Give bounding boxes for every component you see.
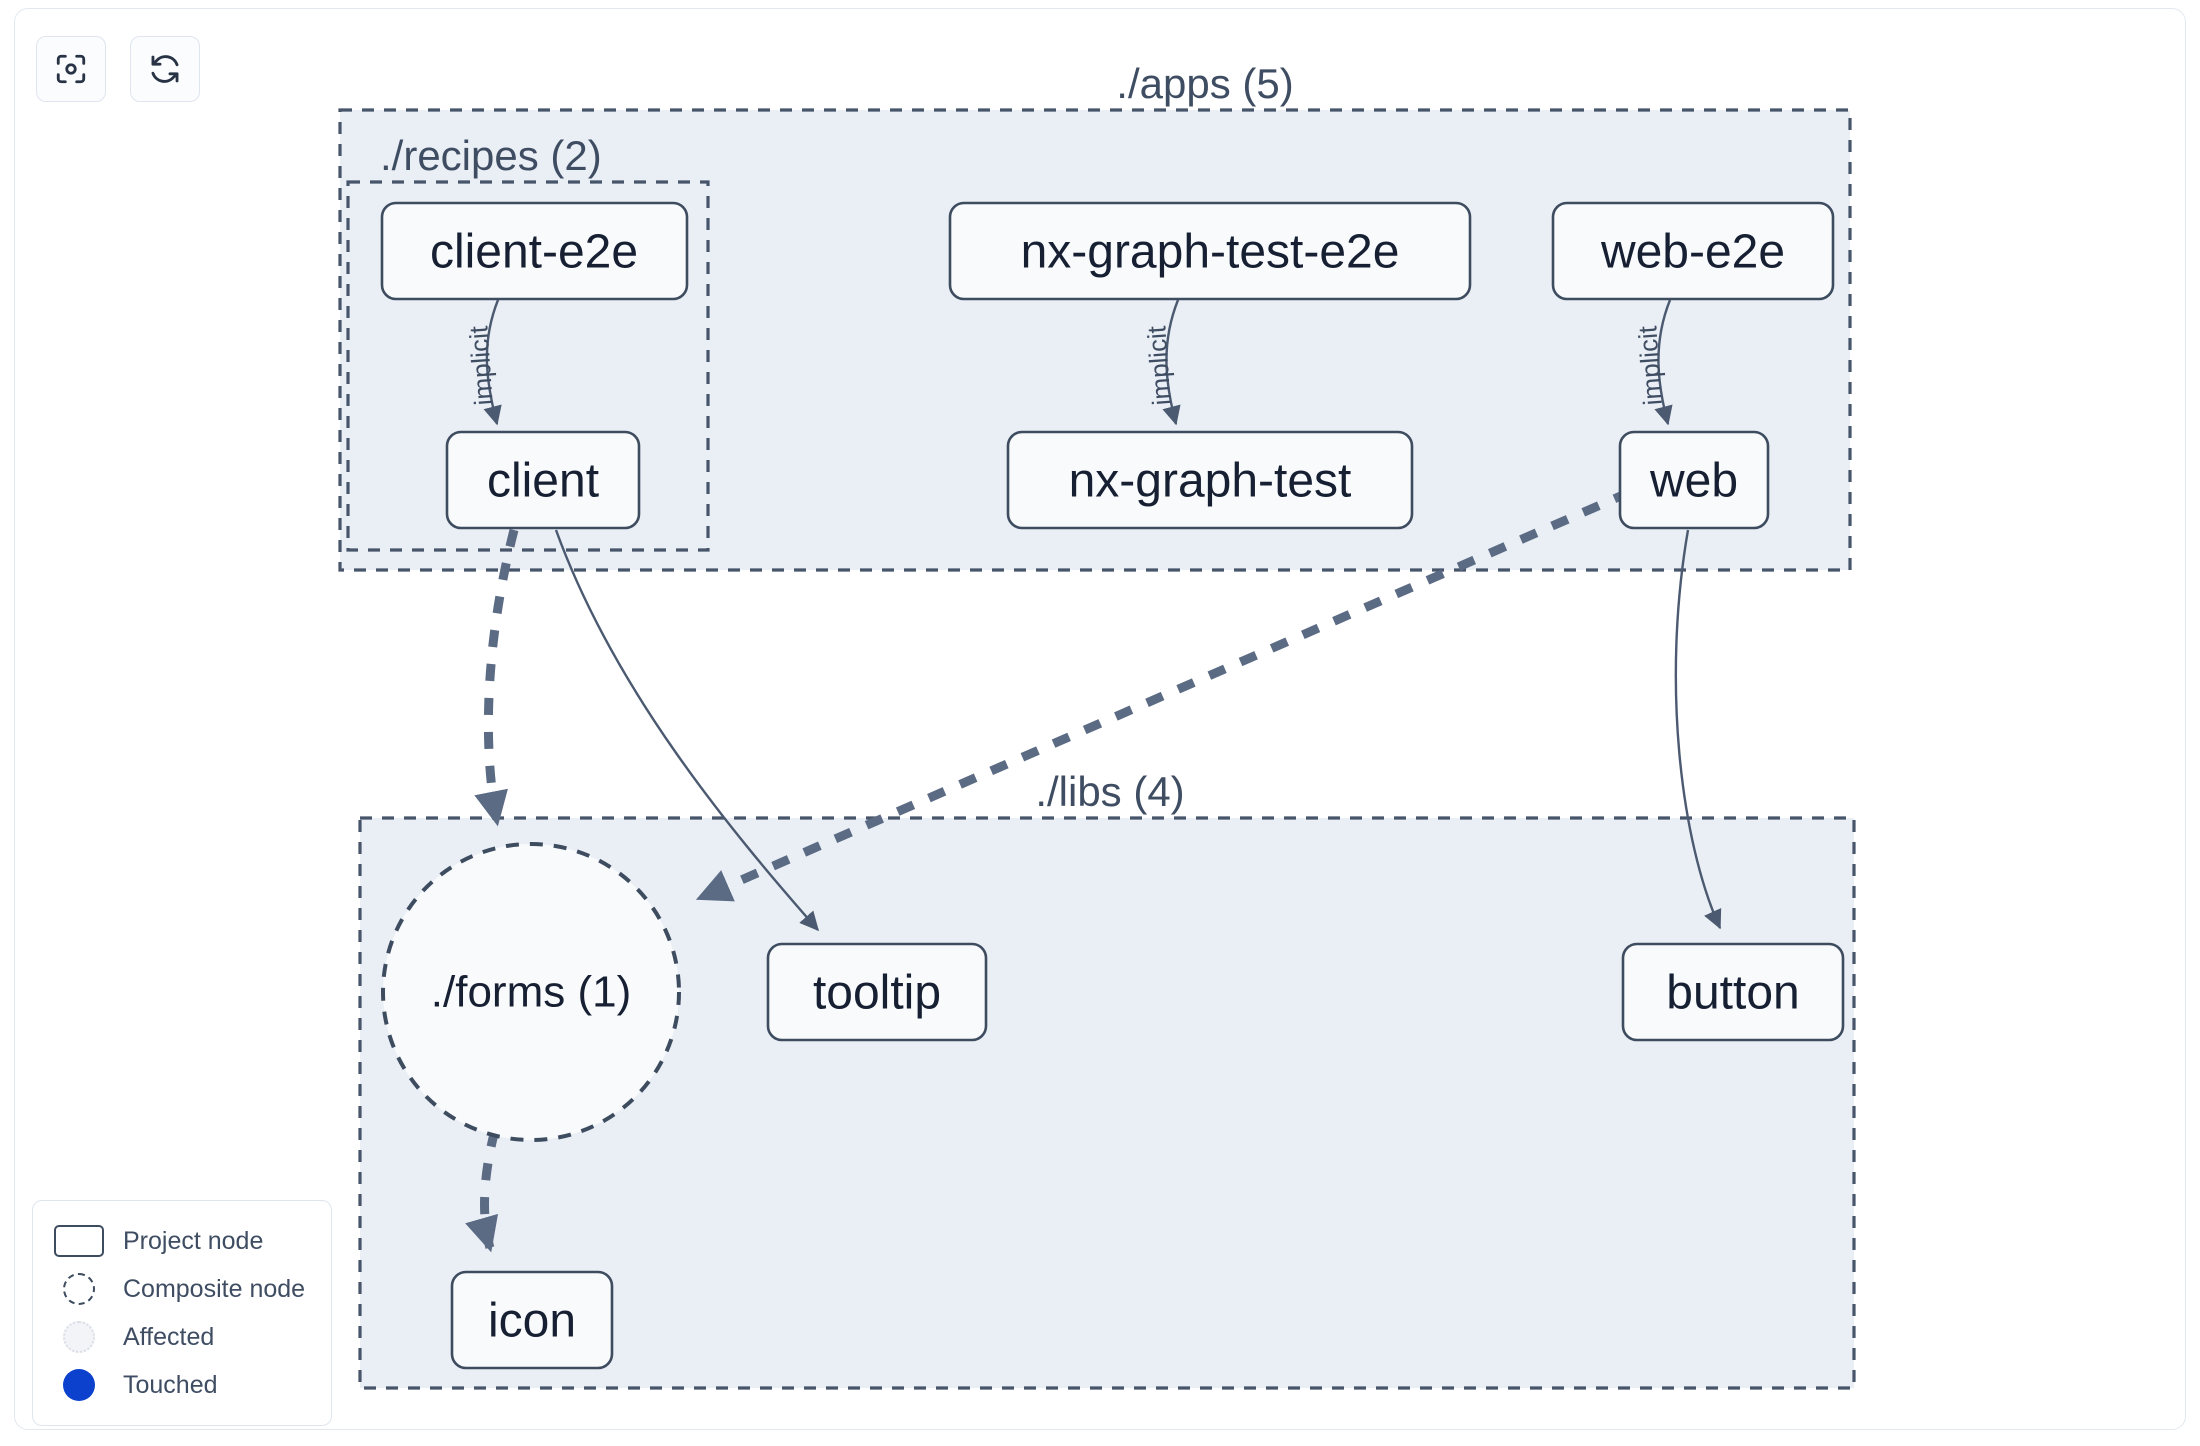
legend-item-composite-node: Composite node [51, 1265, 313, 1313]
group-libs-label: ./libs (4) [1035, 768, 1184, 815]
node-client[interactable]: client [445, 430, 641, 530]
legend-label-composite-node: Composite node [123, 1274, 306, 1303]
legend-item-project-node: Project node [51, 1217, 313, 1265]
edge-client-to-tooltip[interactable] [554, 529, 819, 932]
node-icon-label: icon [488, 1295, 576, 1348]
edge-forms-to-icon[interactable] [465, 1128, 500, 1253]
node-client-e2e[interactable]: client-e2e [380, 201, 689, 301]
composite-node-swatch [51, 1273, 107, 1305]
refresh-icon [148, 52, 182, 86]
legend-label-touched: Touched [123, 1370, 218, 1399]
node-button[interactable]: button [1621, 942, 1845, 1042]
legend-label-project-node: Project node [123, 1226, 264, 1255]
graph-toolbar [36, 36, 200, 102]
composite-node-forms-label: ./forms (1) [431, 968, 631, 1017]
node-nx-graph-test-label: nx-graph-test [1069, 455, 1352, 508]
group-apps-label: ./apps (5) [1116, 60, 1293, 107]
node-icon[interactable]: icon [450, 1270, 614, 1370]
legend-item-affected: Affected [51, 1313, 313, 1361]
project-node-swatch [51, 1225, 107, 1257]
node-nx-graph-test[interactable]: nx-graph-test [1006, 430, 1414, 530]
legend-label-affected: Affected [123, 1322, 215, 1351]
focus-graph-button[interactable] [36, 36, 106, 102]
node-client-label: client [487, 455, 599, 508]
node-web-e2e[interactable]: web-e2e [1551, 201, 1835, 301]
edge-client-e2e-to-client[interactable]: implicit [463, 299, 502, 426]
node-tooltip-label: tooltip [813, 967, 941, 1020]
group-recipes-label: ./recipes (2) [380, 132, 602, 179]
node-client-e2e-label: client-e2e [430, 226, 638, 279]
node-tooltip[interactable]: tooltip [766, 942, 988, 1042]
node-web-label: web [1649, 455, 1738, 508]
edge-label-implicit-client: implicit [463, 324, 499, 406]
affected-swatch [51, 1321, 107, 1353]
touched-swatch [51, 1369, 107, 1401]
edge-nx-graph-test-e2e-to-nx-graph-test[interactable]: implicit [1141, 299, 1181, 426]
node-web-e2e-label: web-e2e [1600, 226, 1785, 279]
edge-web-e2e-to-web[interactable]: implicit [1632, 299, 1673, 426]
focus-target-icon [54, 52, 88, 86]
legend-item-touched: Touched [51, 1361, 313, 1409]
node-nx-graph-test-e2e-label: nx-graph-test-e2e [1021, 226, 1400, 279]
node-web[interactable]: web [1618, 430, 1770, 530]
edge-label-implicit-web: implicit [1632, 324, 1668, 406]
composite-node-forms[interactable]: ./forms (1) [381, 842, 681, 1142]
edge-label-implicit-nx-graph-test: implicit [1141, 324, 1177, 406]
node-button-label: button [1666, 967, 1799, 1020]
edge-web-to-button[interactable] [1674, 529, 1722, 930]
node-nx-graph-test-e2e[interactable]: nx-graph-test-e2e [948, 201, 1472, 301]
graph-legend: Project node Composite node Affected Tou… [32, 1200, 332, 1426]
edge-client-to-forms[interactable] [474, 528, 519, 827]
refresh-graph-button[interactable] [130, 36, 200, 102]
